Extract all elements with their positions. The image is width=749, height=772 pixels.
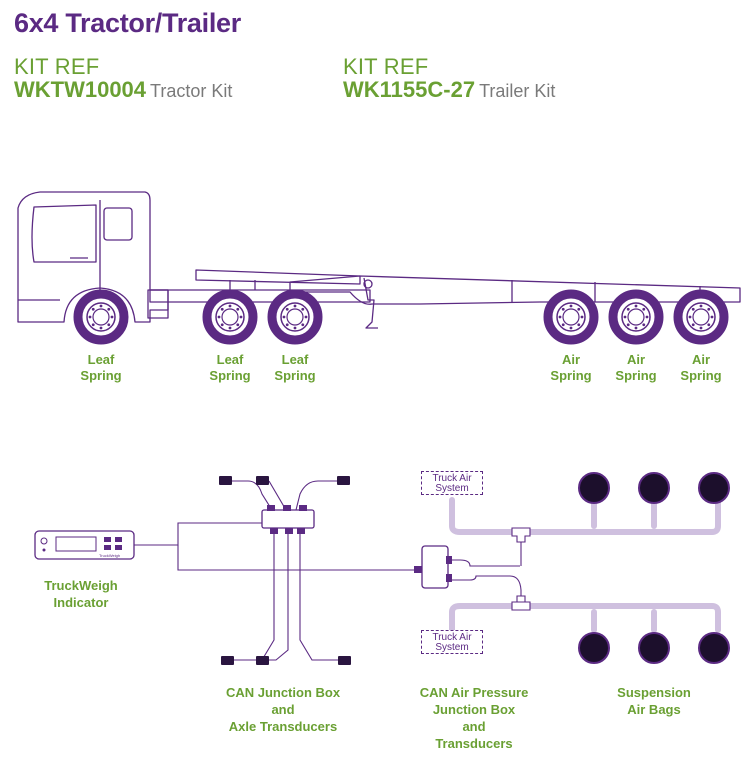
wheel <box>73 289 129 345</box>
kit-description: Tractor Kit <box>150 81 233 101</box>
kit-ref-label: KIT REF <box>343 54 429 79</box>
fifth-wheel <box>195 269 361 285</box>
wheel <box>608 289 664 345</box>
suspension-air-bags <box>578 472 730 664</box>
air-bag <box>638 472 670 504</box>
can-air-pressure-junction-box <box>414 545 452 589</box>
air-bag <box>578 632 610 664</box>
landing-leg <box>363 277 378 329</box>
page-title: 6x4 Tractor/Trailer <box>14 8 241 38</box>
kit-code: WKTW10004 <box>14 77 147 102</box>
air-hoses <box>449 497 721 641</box>
wheel <box>202 289 258 345</box>
wheel <box>267 289 323 345</box>
air-bag <box>698 472 730 504</box>
air-bag <box>698 632 730 664</box>
air-bag <box>638 632 670 664</box>
kit-code: WK1155C-27 <box>343 77 476 102</box>
cab-side-window <box>103 207 133 241</box>
trailer-body <box>289 275 741 305</box>
kit-description: Trailer Kit <box>479 81 556 101</box>
truckweigh-indicator-device: TruckWeigh <box>34 530 135 560</box>
truck-illustration <box>17 191 741 329</box>
air-bag <box>578 472 610 504</box>
axle-transducers <box>219 476 351 665</box>
kit-ref-label: KIT REF <box>14 54 100 79</box>
can-junction-box <box>261 505 315 534</box>
truck-chassis <box>149 289 371 303</box>
wheels <box>73 289 729 345</box>
device-label: TruckWeigh <box>99 553 120 558</box>
tee-fittings <box>511 527 531 611</box>
wheel <box>673 289 729 345</box>
wheel <box>543 289 599 345</box>
cab-window <box>31 204 97 263</box>
